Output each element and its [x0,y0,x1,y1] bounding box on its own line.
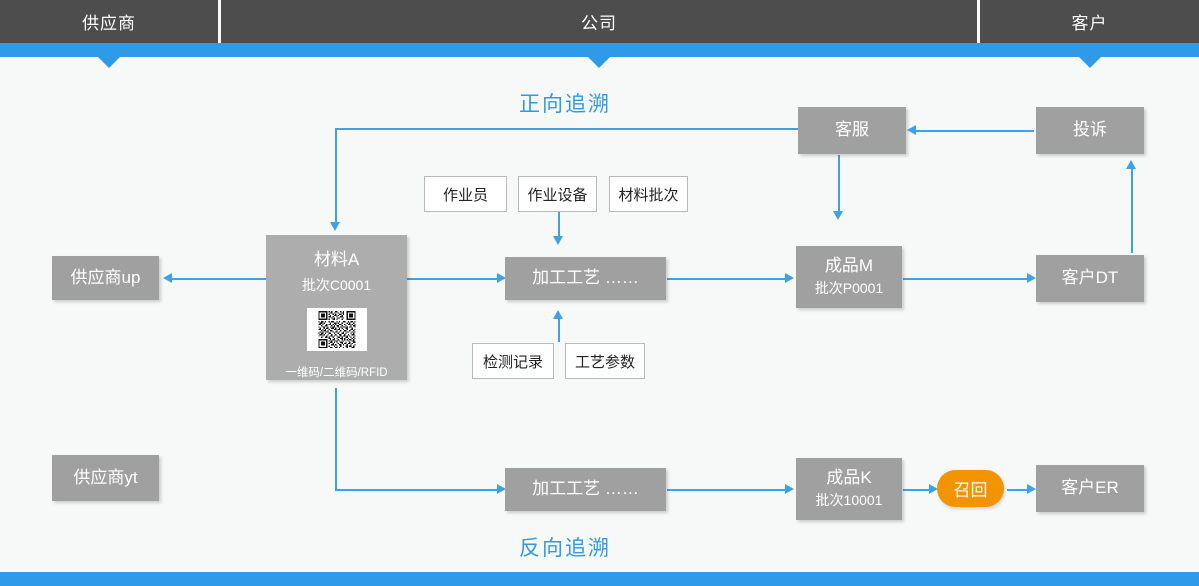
header-segment-label: 客户 [1071,14,1108,33]
header-segment-label: 公司 [581,14,617,33]
tag-inspection-record[interactable]: 检测记录 [472,343,554,379]
node-process-top[interactable]: 加工工艺 …… [505,257,666,300]
connector-material-to-supplier-up [172,278,267,280]
connector-process-top-to-product-m [667,278,787,280]
node-batch: 批次C0001 [301,276,372,293]
caption-forward-trace: 正向追溯 [519,93,611,116]
arrowhead-records-into-process-top [553,310,563,319]
node-supplier-yt[interactable]: 供应商yt [52,455,159,501]
connector-service-to-material-vertical [335,128,337,226]
node-batch: 批次10001 [815,491,883,508]
connector-service-to-product-m [838,155,840,215]
arrowhead-into-complaint [1126,160,1136,169]
connector-product-k-to-recall [903,489,933,491]
node-product-k[interactable]: 成品K 批次10001 [796,458,902,520]
header-segment-customer: 客户 [980,0,1199,43]
arrowhead-into-recall [929,483,938,494]
node-title: 材料A [313,250,360,269]
arrowhead-into-service [907,124,916,135]
node-material-a[interactable]: 材料A 批次C0001 [266,235,407,380]
recall-badge[interactable]: 召回 [937,470,1004,507]
tag-material-batch[interactable]: 材料批次 [609,176,688,212]
arrowhead-into-product-k [785,483,794,494]
arrowhead-into-process-top [497,272,506,283]
connector-complaint-to-service [915,130,1034,132]
connector-recall-to-customer-er [1007,489,1033,491]
node-process-bottom[interactable]: 加工工艺 …… [505,468,666,511]
connector-tags-to-process-top [558,212,560,240]
node-title: 客服 [835,120,869,140]
recall-label: 召回 [953,481,988,500]
tag-equipment[interactable]: 作业设备 [518,176,597,212]
node-title: 客户ER [1061,478,1119,498]
tag-label: 材料批次 [618,186,679,204]
node-product-m[interactable]: 成品M 批次P0001 [796,246,902,308]
node-batch: 批次P0001 [814,279,884,296]
tag-operator[interactable]: 作业员 [424,176,507,212]
tag-process-parameters[interactable]: 工艺参数 [565,343,645,379]
node-title: 成品K [826,468,872,488]
node-title: 投诉 [1073,120,1107,140]
tag-label: 作业设备 [527,186,588,204]
arrowhead-into-process-bottom [497,483,506,494]
node-title: 成品M [824,256,874,276]
node-title: 加工工艺 …… [532,268,639,288]
header-notch-company [588,57,610,68]
node-title: 客户DT [1061,268,1119,288]
header-notch-supplier [98,57,120,68]
tag-label: 作业员 [442,186,488,204]
top-accent-bar [0,43,1199,57]
arrowhead-into-product-m [785,272,794,283]
node-customer-service[interactable]: 客服 [798,107,906,154]
node-title: 加工工艺 …… [532,479,639,499]
node-title: 供应商yt [73,467,138,487]
connector-process-bottom-to-product-k [667,489,787,491]
arrowhead-into-customer-er [1027,483,1036,494]
arrowhead-into-customer-dt [1027,272,1036,283]
arrowhead-tags-into-process-top [553,236,563,245]
header-segment-supplier: 供应商 [0,0,218,43]
node-title: 供应商up [70,267,141,287]
connector-material-to-process-bottom-horizontal [335,489,499,491]
connector-customer-dt-to-complaint [1131,166,1133,253]
header-notch-customer [1079,57,1101,68]
header-segment-label: 供应商 [82,14,136,33]
node-complaint[interactable]: 投诉 [1036,107,1144,154]
node-customer-dt[interactable]: 客户DT [1036,255,1144,302]
connector-records-to-process-top [558,316,560,342]
tag-label: 检测记录 [482,353,543,371]
qr-code-icon [306,307,367,351]
tag-label: 工艺参数 [574,353,635,371]
node-code-types: 一维码/二维码/RFID [285,367,388,379]
bottom-accent-bar [0,572,1199,586]
connector-product-m-to-customer-dt [903,278,1029,280]
arrowhead-into-product-m-top [833,211,843,220]
header-segment-company: 公司 [221,0,977,43]
connector-material-to-process-top [407,278,499,280]
arrowhead-into-supplier-up [163,272,172,283]
connector-material-to-process-bottom-vertical [335,388,337,491]
connector-service-to-material-horizontal [335,128,801,130]
node-supplier-up[interactable]: 供应商up [52,256,159,300]
arrowhead-into-material [330,222,340,231]
caption-backward-trace: 反向追溯 [519,537,611,560]
node-customer-er[interactable]: 客户ER [1036,465,1144,512]
